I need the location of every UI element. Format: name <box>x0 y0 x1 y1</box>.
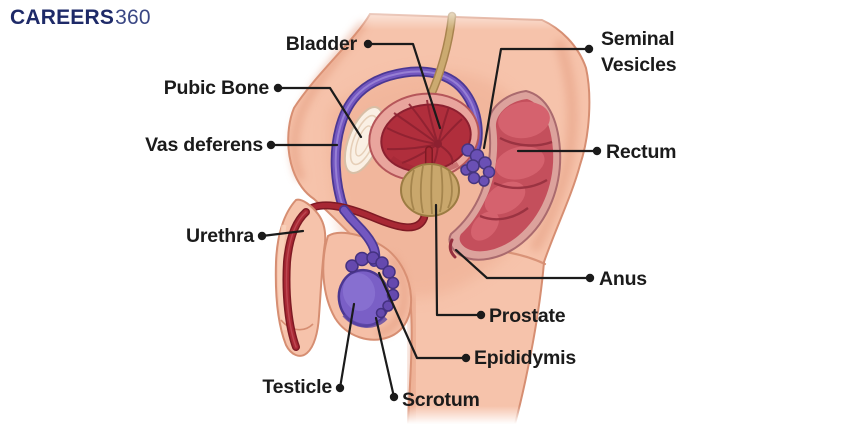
label-pubic-bone-text: Pubic Bone <box>164 77 270 99</box>
pubic-bone-dot <box>273 83 283 93</box>
label-seminal-vesicles-line1: Seminal <box>601 28 674 50</box>
label-seminal-vesicles-line2: Vesicles <box>601 54 677 76</box>
brand-logo: CAREERS360 <box>10 7 151 29</box>
label-prostate-text: Prostate <box>489 305 566 327</box>
label-rectum-text: Rectum <box>606 141 676 163</box>
label-scrotum-text: Scrotum <box>402 389 480 411</box>
seminal-vesicle <box>460 143 496 187</box>
rectum-dot <box>592 146 602 156</box>
prostate-organ <box>400 163 460 217</box>
anus-dot <box>585 273 595 283</box>
urethra-penile <box>282 208 310 351</box>
vas-deferens-dot <box>266 140 276 150</box>
brand-name: CAREERS <box>10 6 115 29</box>
label-epididymis: Epididymis <box>377 271 577 369</box>
label-scrotum: Scrotum <box>374 316 480 411</box>
label-urethra-text: Urethra <box>186 225 254 247</box>
top-fade <box>330 0 610 30</box>
label-vas-deferens-text: Vas deferens <box>145 134 263 156</box>
rectum <box>448 89 562 261</box>
brand-suffix: 360 <box>115 6 151 29</box>
anus-channel <box>448 238 457 259</box>
bottom-fade <box>380 406 540 424</box>
label-prostate: Prostate <box>434 203 566 327</box>
label-epididymis-text: Epididymis <box>474 347 576 369</box>
testicle-dot <box>335 383 345 393</box>
label-bladder: Bladder <box>286 33 442 130</box>
label-vas-deferens: Vas deferens <box>145 134 339 156</box>
label-rectum: Rectum <box>516 141 677 163</box>
label-pubic-bone: Pubic Bone <box>164 77 363 139</box>
bladder-organ <box>368 92 480 182</box>
label-anus-text: Anus <box>599 268 647 290</box>
glans-crease <box>280 319 314 331</box>
label-urethra: Urethra <box>186 225 305 247</box>
label-bladder-text: Bladder <box>286 33 358 55</box>
scrotum-dot <box>389 392 399 402</box>
vas-deferens-scrotal <box>339 205 381 267</box>
label-testicle: Testicle <box>262 302 356 398</box>
label-seminal-vesicles: Seminal Vesicles <box>482 28 677 150</box>
prostate-dot <box>476 310 486 320</box>
seminal-vesicles-dot <box>584 44 594 54</box>
epididymis-dot <box>461 353 471 363</box>
label-testicle-text: Testicle <box>262 376 332 398</box>
bladder-dot <box>363 39 373 49</box>
label-anus: Anus <box>454 248 648 290</box>
urethra-dot <box>257 231 267 241</box>
